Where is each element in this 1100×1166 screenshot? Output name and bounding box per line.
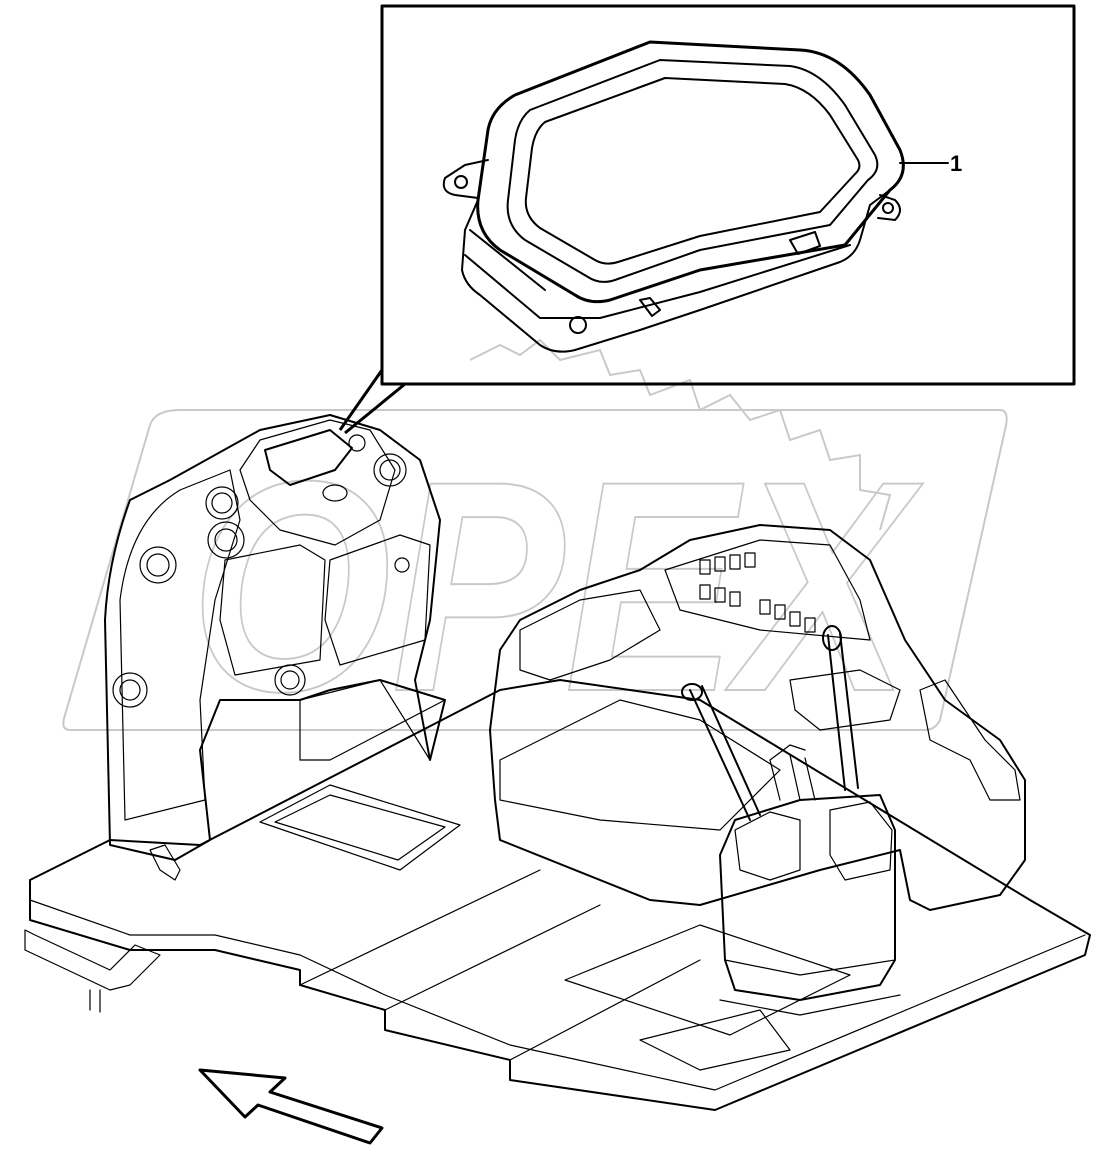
cluster-housing-band: [464, 229, 851, 319]
joystick-left-grip: [681, 683, 703, 701]
console-lower-panel: [499, 699, 781, 831]
inset-frame: [380, 4, 1076, 386]
air-vent-6-inner: [379, 459, 401, 481]
column-key-slot: [322, 484, 348, 502]
console-side-pod: [919, 679, 1021, 801]
cluster-connector: [569, 316, 587, 334]
dashboard-column: [104, 414, 446, 881]
joystick-left: [681, 683, 761, 821]
air-vent-5-inner: [280, 670, 300, 690]
watermark-logo-text: OPEX: [190, 418, 923, 754]
console-switch: [804, 617, 816, 633]
air-vent-3-inner: [214, 528, 238, 552]
floor-access-panel: [564, 924, 851, 1071]
air-vent-3: [207, 521, 245, 559]
floor-seams: [299, 869, 701, 1061]
console-switches: [699, 552, 816, 633]
direction-arrow: [198, 1068, 384, 1145]
cluster-bezel-inner: [506, 59, 879, 283]
floor-hatch: [259, 784, 461, 871]
joystick-right-grip: [822, 625, 842, 651]
console-switch: [789, 611, 801, 627]
control-tower-body: [719, 794, 896, 1001]
cluster-left-tab: [442, 159, 489, 199]
console-switch: [759, 599, 771, 615]
air-vent-4: [112, 672, 148, 708]
cluster-position-marker: [264, 429, 353, 486]
column-lower-panel: [219, 544, 326, 676]
console-cup-holder: [789, 669, 901, 731]
watermark-logo-frame: [62, 409, 1008, 731]
callout-1: 1: [899, 151, 962, 176]
column-outline: [104, 414, 446, 861]
cluster-left-tab-hole: [454, 175, 468, 189]
console-switch: [699, 584, 711, 600]
air-vent-6: [373, 453, 407, 487]
console-armrest-panel: [519, 589, 661, 681]
console-switch: [774, 604, 786, 620]
column-base: [299, 679, 446, 761]
air-vent-2-inner: [211, 492, 233, 514]
cluster-mount-slots: [639, 231, 821, 317]
control-tower-boot-right: [829, 801, 893, 881]
console-switch: [729, 591, 741, 607]
joystick-right-shaft: [827, 632, 859, 791]
control-tower: [719, 744, 901, 1016]
cluster-screen: [524, 77, 861, 265]
detail-inset: [338, 4, 1076, 435]
air-vent-4-inner: [119, 679, 141, 701]
joystick-left-shaft: [689, 685, 761, 821]
cluster-right-tab-hole: [882, 202, 894, 214]
air-vent-7: [348, 434, 366, 452]
air-vent-5: [274, 664, 306, 696]
console-switch: [714, 556, 726, 572]
console-switch: [744, 552, 756, 568]
cluster-right-tab: [877, 194, 901, 221]
watermark: OPEX: [62, 338, 1008, 755]
joystick-right: [822, 625, 859, 791]
console-switch: [699, 559, 711, 575]
cab-floor: [24, 679, 1091, 1111]
column-foot-bracket: [149, 844, 181, 881]
floor-plate-edge: [29, 899, 1086, 1091]
control-tower-base: [719, 959, 901, 1016]
air-vent-2: [205, 486, 239, 520]
cluster-bezel-outer: [476, 40, 905, 304]
floor-front-bracket: [24, 929, 161, 1013]
column-front-panel: [324, 534, 431, 666]
column-switch: [394, 557, 410, 573]
control-tower-boot-left: [734, 811, 801, 881]
control-tower-levers: [769, 744, 816, 801]
console-switch: [729, 554, 741, 570]
console-switch: [714, 587, 726, 603]
air-vent-1: [139, 546, 177, 584]
floor-plate-outline: [29, 679, 1091, 1111]
callout-1-number: 1: [950, 151, 962, 176]
air-vent-1-inner: [146, 553, 170, 577]
side-console: [489, 524, 1026, 911]
cluster-housing: [461, 189, 891, 353]
console-switch-panel: [664, 539, 871, 641]
console-body: [489, 524, 1026, 911]
instrument-cluster: [442, 40, 905, 353]
column-upper-cowl: [239, 419, 396, 546]
